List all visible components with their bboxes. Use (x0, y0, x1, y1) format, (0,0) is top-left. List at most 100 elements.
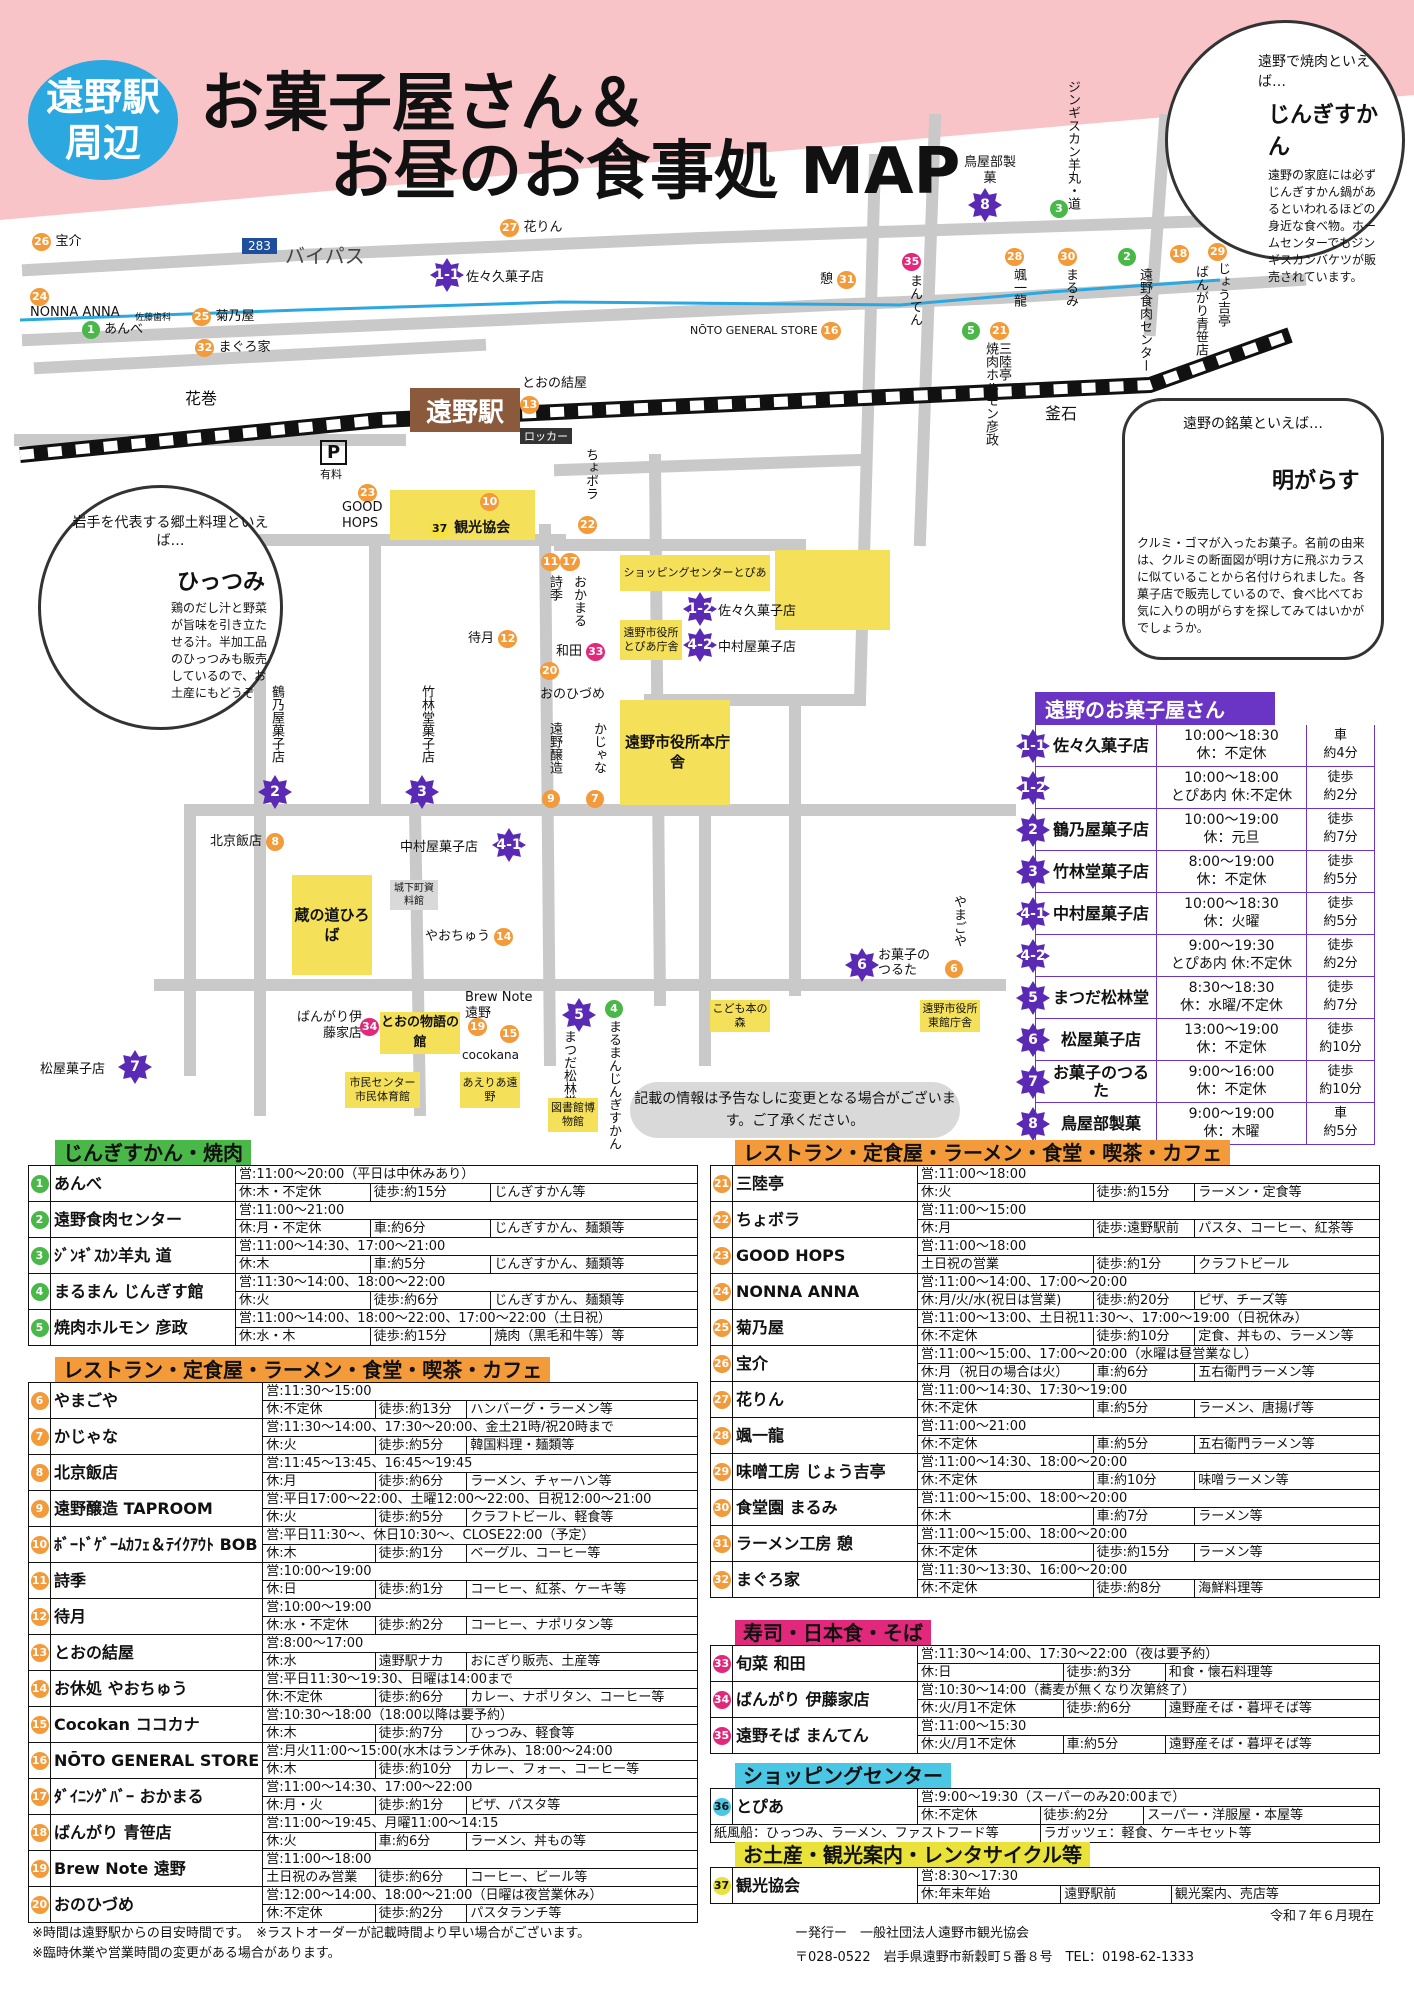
okashi-walk1: 徒歩 (1327, 1064, 1354, 1079)
map-chobora: ちょボラ (583, 448, 598, 500)
row-extra1: 紙風船：ひっつみ、ラーメン、ファストフード等 (710, 1824, 1041, 1843)
row-number: 23 (712, 1246, 731, 1265)
row-name: まぐろ家 (736, 1570, 801, 1589)
row-name: 北京飯店 (54, 1463, 119, 1482)
row-access: 徒歩:約2分 (374, 1904, 468, 1923)
footer-address: 〒028-0522 岩手県遠野市新穀町５番８号 TEL：0198-62-1333 (795, 1950, 1195, 1965)
map-chikurin: 竹林堂菓子店 (419, 685, 434, 763)
row-hours: 営:11:00〜13:00、土日祝11:30〜、17:00〜19:00（日祝休み… (917, 1309, 1380, 1328)
okashi-hours1: 9:00〜16:00 (1188, 1064, 1275, 1080)
table-row: 15 Cocokan ココカナ 営:10:30〜18:00（18:00以降は要予約） (28, 1706, 698, 1743)
okashi-hours2: 休：不定休 (1196, 1082, 1267, 1098)
okashi-name: 竹林堂菓子店 (1052, 861, 1149, 881)
row-hours: 営:10:30〜18:00（18:00以降は要予約） (262, 1706, 698, 1725)
row-hours: 営:平日11:30〜19:30、日曜は14:00まで (262, 1670, 698, 1689)
map-sobamanten: まんてん (907, 274, 922, 326)
row-hours: 営:月火11:00〜15:00(水木はランチ休み)、18:00〜24:00 (262, 1742, 698, 1761)
okashi-hours2: 休：火曜 (1203, 914, 1260, 930)
row-closed: 休:不定休 (917, 1806, 1041, 1825)
issue-date: 令和７年６月現在 (1270, 1909, 1375, 1924)
okashi-name (1046, 767, 1156, 808)
row-hours: 営:11:00〜15:00、18:00〜20:00 (917, 1489, 1380, 1508)
row-access: 徒歩:約15分 (369, 1183, 492, 1202)
map-kodomo: こども本の森 (710, 1000, 770, 1032)
row-access: 徒歩:遠野駅前 (1092, 1219, 1196, 1238)
row-hours: 営:11:30〜15:00 (262, 1382, 698, 1401)
row-name: お休処 やおちゅう (54, 1679, 188, 1698)
row-menu: ラーメン等 (1194, 1543, 1380, 1562)
row-number: 6 (30, 1391, 49, 1410)
row-closed: 休:火 (262, 1832, 376, 1851)
row-access: 徒歩:約10分 (374, 1760, 468, 1779)
row-menu: クラフトビール、軽食等 (466, 1508, 698, 1527)
okashi-walk2: 約10分 (1319, 1040, 1362, 1055)
header-background (0, 0, 1414, 220)
row-menu: ラーメン、唐揚げ等 (1194, 1399, 1380, 1418)
okashi-walk1: 車 (1333, 1106, 1347, 1121)
row-hours: 営:11:00〜14:30、17:00〜21:00 (235, 1237, 698, 1256)
row-menu: じんぎすかん、麺類等 (490, 1255, 698, 1274)
okashi-hours1: 10:00〜18:30 (1184, 728, 1279, 744)
row-name: とぴあ (736, 1797, 785, 1816)
jingisukan-bubble: 遠野で焼肉といえば… じんぎすかん 遠野の家庭には必ずじんぎすかん鍋があるといわ… (1165, 20, 1405, 284)
row-name: 宝介 (736, 1354, 769, 1373)
row-closed: 休:月 (917, 1219, 1094, 1238)
row-hours: 営:11:00〜15:30 (917, 1717, 1380, 1736)
map-shiryokan: 城下町資料館 (390, 880, 438, 910)
jingisukan-desc: 遠野の家庭には必ずじんぎすかん鍋があるといわれるほどの身近な食べ物。ホームセンタ… (1268, 168, 1377, 284)
row-number: 5 (30, 1318, 49, 1337)
row-menu: ラーメン等 (1194, 1507, 1380, 1526)
route-shield: 283 (242, 238, 277, 254)
okashi-star: 5 (1016, 981, 1050, 1015)
okashi-name: 松屋菓子店 (1060, 1029, 1141, 1049)
row-number: 10 (30, 1535, 49, 1554)
row-access: 徒歩:約6分 (374, 1688, 468, 1707)
row-hours: 営:8:30〜17:30 (917, 1867, 1380, 1886)
row-hours: 営:11:00〜14:30、18:00〜20:00 (917, 1453, 1380, 1472)
row-closed: 休:不定休 (262, 1400, 376, 1419)
row-closed: 休:火/月1不定休 (917, 1699, 1064, 1718)
table-row-detail: 休:火徒歩:約5分韓国料理・麺類等 (29, 1436, 698, 1455)
row-menu: じんぎすかん、麺類等 (490, 1219, 698, 1238)
map-star-1-1: 1-1 (430, 258, 464, 292)
row-menu: じんぎすかん、麺類等 (490, 1291, 698, 1310)
okashi-name: お菓子のつるた (1052, 1062, 1149, 1100)
row-hours: 営:11:00〜15:00 (917, 1201, 1380, 1220)
table-row-detail: 休:日徒歩:約1分コーヒー、紅茶、ケーキ等 (29, 1580, 698, 1599)
map-noto: NŌTO GENERAL STORE (690, 324, 818, 337)
section-sushi-title: 寿司・日本食・そば (735, 1620, 931, 1646)
section-omiyage-title: お土産・観光案内・レンタサイクル等 (735, 1842, 1090, 1868)
akegarasu-name: 明がらす (1272, 469, 1360, 494)
row-number: 15 (30, 1715, 49, 1734)
row-number: 9 (30, 1499, 49, 1518)
row-closed: 休:火/月1不定休 (917, 1735, 1064, 1754)
table-row-detail: 土日祝の営業徒歩:約1分クラフトビール (711, 1255, 1380, 1274)
row-access: 徒歩:約6分 (369, 1291, 492, 1310)
row-closed: 休:月（祝日の場合は火） (917, 1363, 1094, 1382)
table-row-detail: 休:火/月1不定休車:約5分遠野産そば・暮坪そば等 (711, 1735, 1381, 1754)
row-access: 徒歩:約5分 (374, 1508, 468, 1527)
map-yaochu: やおちゅう (425, 929, 491, 944)
row-name: 味噌工房 じょう吉亭 (736, 1462, 886, 1481)
row-closed: 休:不定休 (262, 1688, 376, 1707)
map-star-5: 5 (562, 998, 596, 1032)
row-number: 28 (712, 1426, 731, 1445)
map-matsuya: 松屋菓子店 (40, 1062, 106, 1077)
table-row-detail: 休:水遠野駅ナカおにぎり販売、土産等 (29, 1652, 698, 1671)
map-star-8: 8 (968, 188, 1002, 222)
row-name: Cocokan ココカナ (54, 1715, 200, 1734)
map-okamaru: おかまる (571, 575, 586, 627)
okashi-hours2: とぴあ内 休:不定休 (1170, 788, 1293, 804)
row-hours: 営:11:30〜14:00、17:30〜22:00（夜は要予約） (917, 1645, 1380, 1664)
okashi-walk2: 約4分 (1323, 746, 1358, 761)
row-closed: 休:木・不定休 (235, 1183, 371, 1202)
